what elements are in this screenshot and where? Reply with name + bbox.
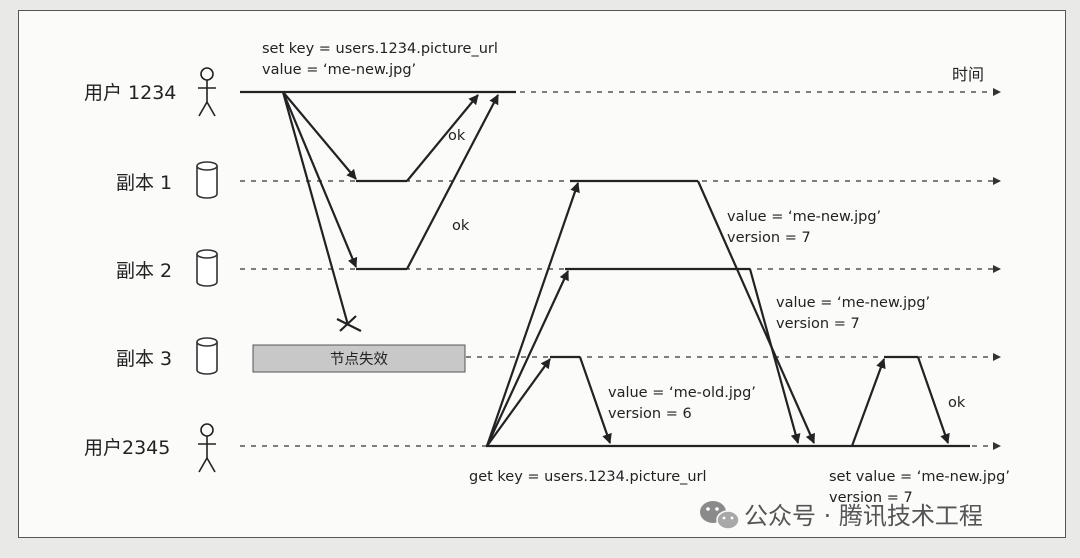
ack-arrow-replica1 — [406, 94, 479, 182]
repair-ack-arrow — [916, 356, 950, 444]
diagram-frame — [18, 10, 1066, 538]
write-arrows — [281, 91, 499, 332]
write-arrow-replica1 — [282, 91, 357, 180]
replica2-label: 副本 2 — [116, 260, 172, 282]
resp-replica1-line2: version = 7 — [727, 230, 811, 246]
resp-replica2-line1: value = ‘me-new.jpg’ — [776, 295, 930, 311]
ack-arrow-replica2 — [406, 94, 499, 270]
write-request-line2: value = ‘me-new.jpg’ — [262, 62, 416, 78]
ok-label-2: ok — [452, 218, 470, 234]
read-repair-arrows — [850, 355, 950, 447]
read-repair-line2: version = 7 — [829, 490, 913, 506]
write-request-line1: set key = users.1234.picture_url — [262, 41, 498, 57]
resp-replica1-line1: value = ‘me-new.jpg’ — [727, 209, 881, 225]
replica1-label: 副本 1 — [116, 172, 172, 194]
lost-cross-a — [336, 318, 362, 332]
read-repair-line1: set value = ‘me-new.jpg’ — [829, 469, 1010, 485]
lost-cross-b — [339, 315, 357, 332]
resp-arrow-replica1 — [696, 180, 816, 444]
resp-replica3-line1: value = ‘me-old.jpg’ — [608, 385, 756, 401]
wechat-icon — [700, 501, 740, 530]
replica2-database-icon — [196, 249, 218, 287]
user1-label: 用户 1234 — [84, 82, 176, 104]
write-arrow-replica2 — [281, 91, 358, 268]
repair-arrow-replica3 — [850, 358, 886, 447]
replica1-database-icon — [196, 161, 218, 199]
write-arrow-replica3-lost — [281, 91, 350, 326]
read-arrow-replica1 — [485, 182, 580, 447]
read-arrow-replica2 — [486, 270, 569, 447]
user2-figure-icon — [198, 423, 216, 473]
resp-arrow-replica3 — [578, 356, 612, 444]
time-label: 时间 — [952, 65, 984, 84]
user2-label: 用户2345 — [84, 437, 170, 459]
resp-replica3-line2: version = 6 — [608, 406, 692, 422]
resp-replica2-line2: version = 7 — [776, 316, 860, 332]
replica3-database-icon — [196, 337, 218, 375]
get-request-label: get key = users.1234.picture_url — [469, 469, 707, 485]
replica3-label: 副本 3 — [116, 348, 172, 370]
ok-label-1: ok — [448, 128, 466, 144]
node-failure-box — [252, 344, 466, 373]
ok-label-3: ok — [948, 395, 966, 411]
read-arrow-replica3 — [486, 358, 551, 447]
read-arrows — [485, 179, 816, 447]
node-failure-label: 节点失效 — [330, 351, 388, 368]
resp-arrow-replica2 — [748, 268, 801, 444]
user1-figure-icon — [198, 67, 216, 117]
watermark-text: 公众号 · 腾讯技术工程 — [744, 502, 983, 530]
